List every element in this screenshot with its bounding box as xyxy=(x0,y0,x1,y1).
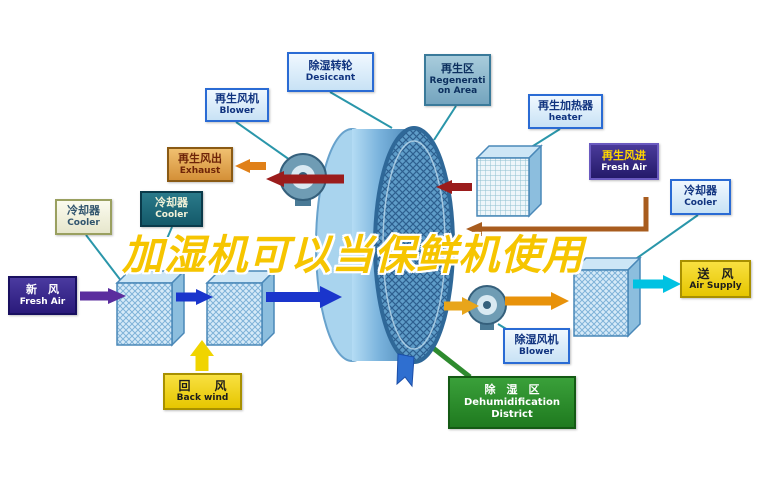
label-cooler-left-outer: 冷却器 Cooler xyxy=(55,199,112,235)
label-fresh-air-inlet: 新 风 Fresh Air xyxy=(8,276,77,315)
watermark-text: 加湿机可以当保鲜机使用 xyxy=(122,231,584,279)
label-regen-exhaust-en: Exhaust xyxy=(179,165,221,176)
label-regen-exhaust: 再生风出 Exhaust xyxy=(167,147,233,182)
rotary-wheel xyxy=(315,126,455,364)
label-regen-heater: 再生加热器 heater xyxy=(528,94,603,129)
label-cooler-right: 冷却器 Cooler xyxy=(670,179,731,215)
heater-unit xyxy=(475,144,543,218)
air-unit-2 xyxy=(205,269,276,347)
label-dehum-blower: 除湿风机 Blower xyxy=(503,328,570,364)
connector-lines xyxy=(85,91,699,347)
label-air-supply-zh: 送 风 xyxy=(697,266,734,281)
label-dehum-blower-zh: 除湿风机 xyxy=(514,333,559,347)
label-air-supply: 送 风 Air Supply xyxy=(680,260,751,298)
label-regen-blower-en: Blower xyxy=(219,106,255,117)
label-regen-area-en: Regeneration Area xyxy=(429,75,486,97)
label-cooler-left-inner: 冷却器 Cooler xyxy=(140,191,203,227)
label-dehum-district: 除 湿 区 Dehumidification District xyxy=(448,376,576,429)
dehum-district-connector xyxy=(426,342,472,379)
label-cooler-left-outer-zh: 冷却器 xyxy=(67,204,100,218)
label-regen-fresh-air-zh: 再生风进 xyxy=(602,148,646,162)
label-regen-blower-zh: 再生风机 xyxy=(215,92,259,106)
label-regen-heater-zh: 再生加热器 xyxy=(538,98,593,112)
label-regen-fresh-air-en: Fresh Air xyxy=(601,162,647,173)
label-regen-blower: 再生风机 Blower xyxy=(205,88,269,122)
label-cooler-left-inner-en: Cooler xyxy=(155,210,188,221)
label-regen-area: 再生区 Regeneration Area xyxy=(424,54,491,106)
label-back-wind-zh: 回 风 xyxy=(178,379,227,394)
label-desiccant-wheel: 除湿转轮 Desiccant xyxy=(287,52,374,92)
label-cooler-left-inner-zh: 冷却器 xyxy=(155,196,188,210)
label-regen-exhaust-zh: 再生风出 xyxy=(178,151,222,165)
label-desiccant-wheel-en: Desiccant xyxy=(305,73,356,84)
label-air-supply-en: Air Supply xyxy=(689,280,742,291)
label-dehum-blower-en: Blower xyxy=(519,347,554,358)
label-regen-area-zh: 再生区 xyxy=(441,61,474,75)
label-back-wind: 回 风 Back wind xyxy=(163,373,242,410)
label-dehum-district-zh: 除 湿 区 xyxy=(484,383,540,397)
process-fan xyxy=(467,285,507,330)
flow-arrows xyxy=(80,159,681,371)
ribbon-icon xyxy=(396,353,415,388)
label-regen-fresh-air: 再生风进 Fresh Air xyxy=(589,143,659,180)
label-desiccant-wheel-zh: 除湿转轮 xyxy=(308,59,353,73)
label-cooler-left-outer-en: Cooler xyxy=(67,218,100,229)
label-fresh-air-inlet-en: Fresh Air xyxy=(19,296,66,307)
air-unit-1 xyxy=(115,269,186,347)
air-unit-3 xyxy=(572,256,642,338)
label-regen-heater-en: heater xyxy=(548,112,583,123)
label-back-wind-en: Back wind xyxy=(176,393,229,404)
label-cooler-right-zh: 冷却器 xyxy=(684,184,717,198)
label-dehum-district-en: Dehumidification District xyxy=(463,397,561,420)
label-cooler-right-en: Cooler xyxy=(684,198,717,209)
label-fresh-air-inlet-zh: 新 风 xyxy=(26,282,59,296)
